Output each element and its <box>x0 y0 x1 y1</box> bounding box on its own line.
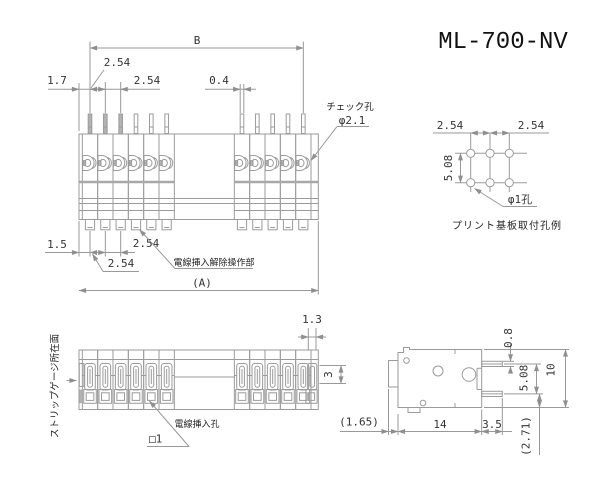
front-view: ストリップゲージ所在面 1.3 3 電線挿入孔 □1 <box>49 313 346 447</box>
wire-hole-size: □1 <box>149 433 162 446</box>
dim-overall: (A) <box>192 277 212 290</box>
dim-depth: 14 <box>433 418 447 431</box>
top-view-body <box>78 113 319 231</box>
front-view-outline <box>78 349 319 410</box>
side-view-pins <box>481 360 503 397</box>
side-view-holes <box>403 357 477 407</box>
front-view-dimensions: ストリップゲージ所在面 1.3 3 電線挿入孔 □1 <box>49 313 346 447</box>
dim-pin-protrusion: 3.5 <box>482 418 502 431</box>
pcb-pattern-caption: プリント基板取付孔例 <box>452 219 562 232</box>
dim-tab: (1.65) <box>339 416 379 429</box>
dim-pin-thickness: 0.8 <box>502 328 515 348</box>
release-label: 電線挿入解除操作部 <box>173 257 254 269</box>
dim-pitch-bottom-2: 2.54 <box>108 257 135 270</box>
divider-shading <box>79 389 298 404</box>
mounting-holes <box>466 148 514 188</box>
dim-hole-height: 3 <box>322 371 335 378</box>
top-view-dimensions: B 1.7 2.54 2.54 0.4 チェック孔 φ2.1 <box>45 34 374 295</box>
dim-b: B <box>194 34 201 47</box>
top-view-pins <box>87 113 306 134</box>
drawing-title: ML-700-NV <box>438 29 568 56</box>
dim-pin-below: (2.71) <box>520 416 533 456</box>
side-view-outline <box>397 347 483 408</box>
top-view-outline <box>78 133 319 220</box>
dim-height: 10 <box>545 363 558 376</box>
dim-row-pitch-side: 5.08 <box>518 365 531 392</box>
pcb-hole-pattern: 2.54 2.54 5.08 φ1孔 プリント基板取付孔例 <box>433 119 562 232</box>
dim-row-pitch: 5.08 <box>442 155 455 182</box>
side-tab <box>388 360 399 388</box>
dim-pitch-bottom-1: 2.54 <box>133 237 160 250</box>
dim-pitch-top-2: 2.54 <box>134 74 161 87</box>
dim-pitch-top-1: 2.54 <box>104 56 131 69</box>
dim-col-right: 2.54 <box>518 119 545 132</box>
wire-hole-label: 電線挿入孔 <box>174 418 219 430</box>
dim-col-left: 2.54 <box>437 119 464 132</box>
check-hole-label: チェック孔 <box>326 102 374 113</box>
check-hole-dia: φ2.1 <box>339 114 366 127</box>
side-view-dimensions: (1.65) 14 3.5 0.8 5.08 10 (2.71) <box>339 328 569 456</box>
hole-dia-label: φ1孔 <box>508 193 532 206</box>
top-view: B 1.7 2.54 2.54 0.4 チェック孔 φ2.1 <box>45 34 374 295</box>
strip-gauge-face-label: ストリップゲージ所在面 <box>49 334 61 438</box>
side-view-body <box>388 347 503 413</box>
front-view-body <box>78 349 319 410</box>
side-view: (1.65) 14 3.5 0.8 5.08 10 (2.71) <box>339 328 569 456</box>
dim-end-slot: 1.3 <box>302 313 322 326</box>
dim-pin-width: 0.4 <box>209 74 229 87</box>
dim-bottom-offset: 1.5 <box>47 238 67 251</box>
dim-left-offset: 1.7 <box>47 74 67 87</box>
